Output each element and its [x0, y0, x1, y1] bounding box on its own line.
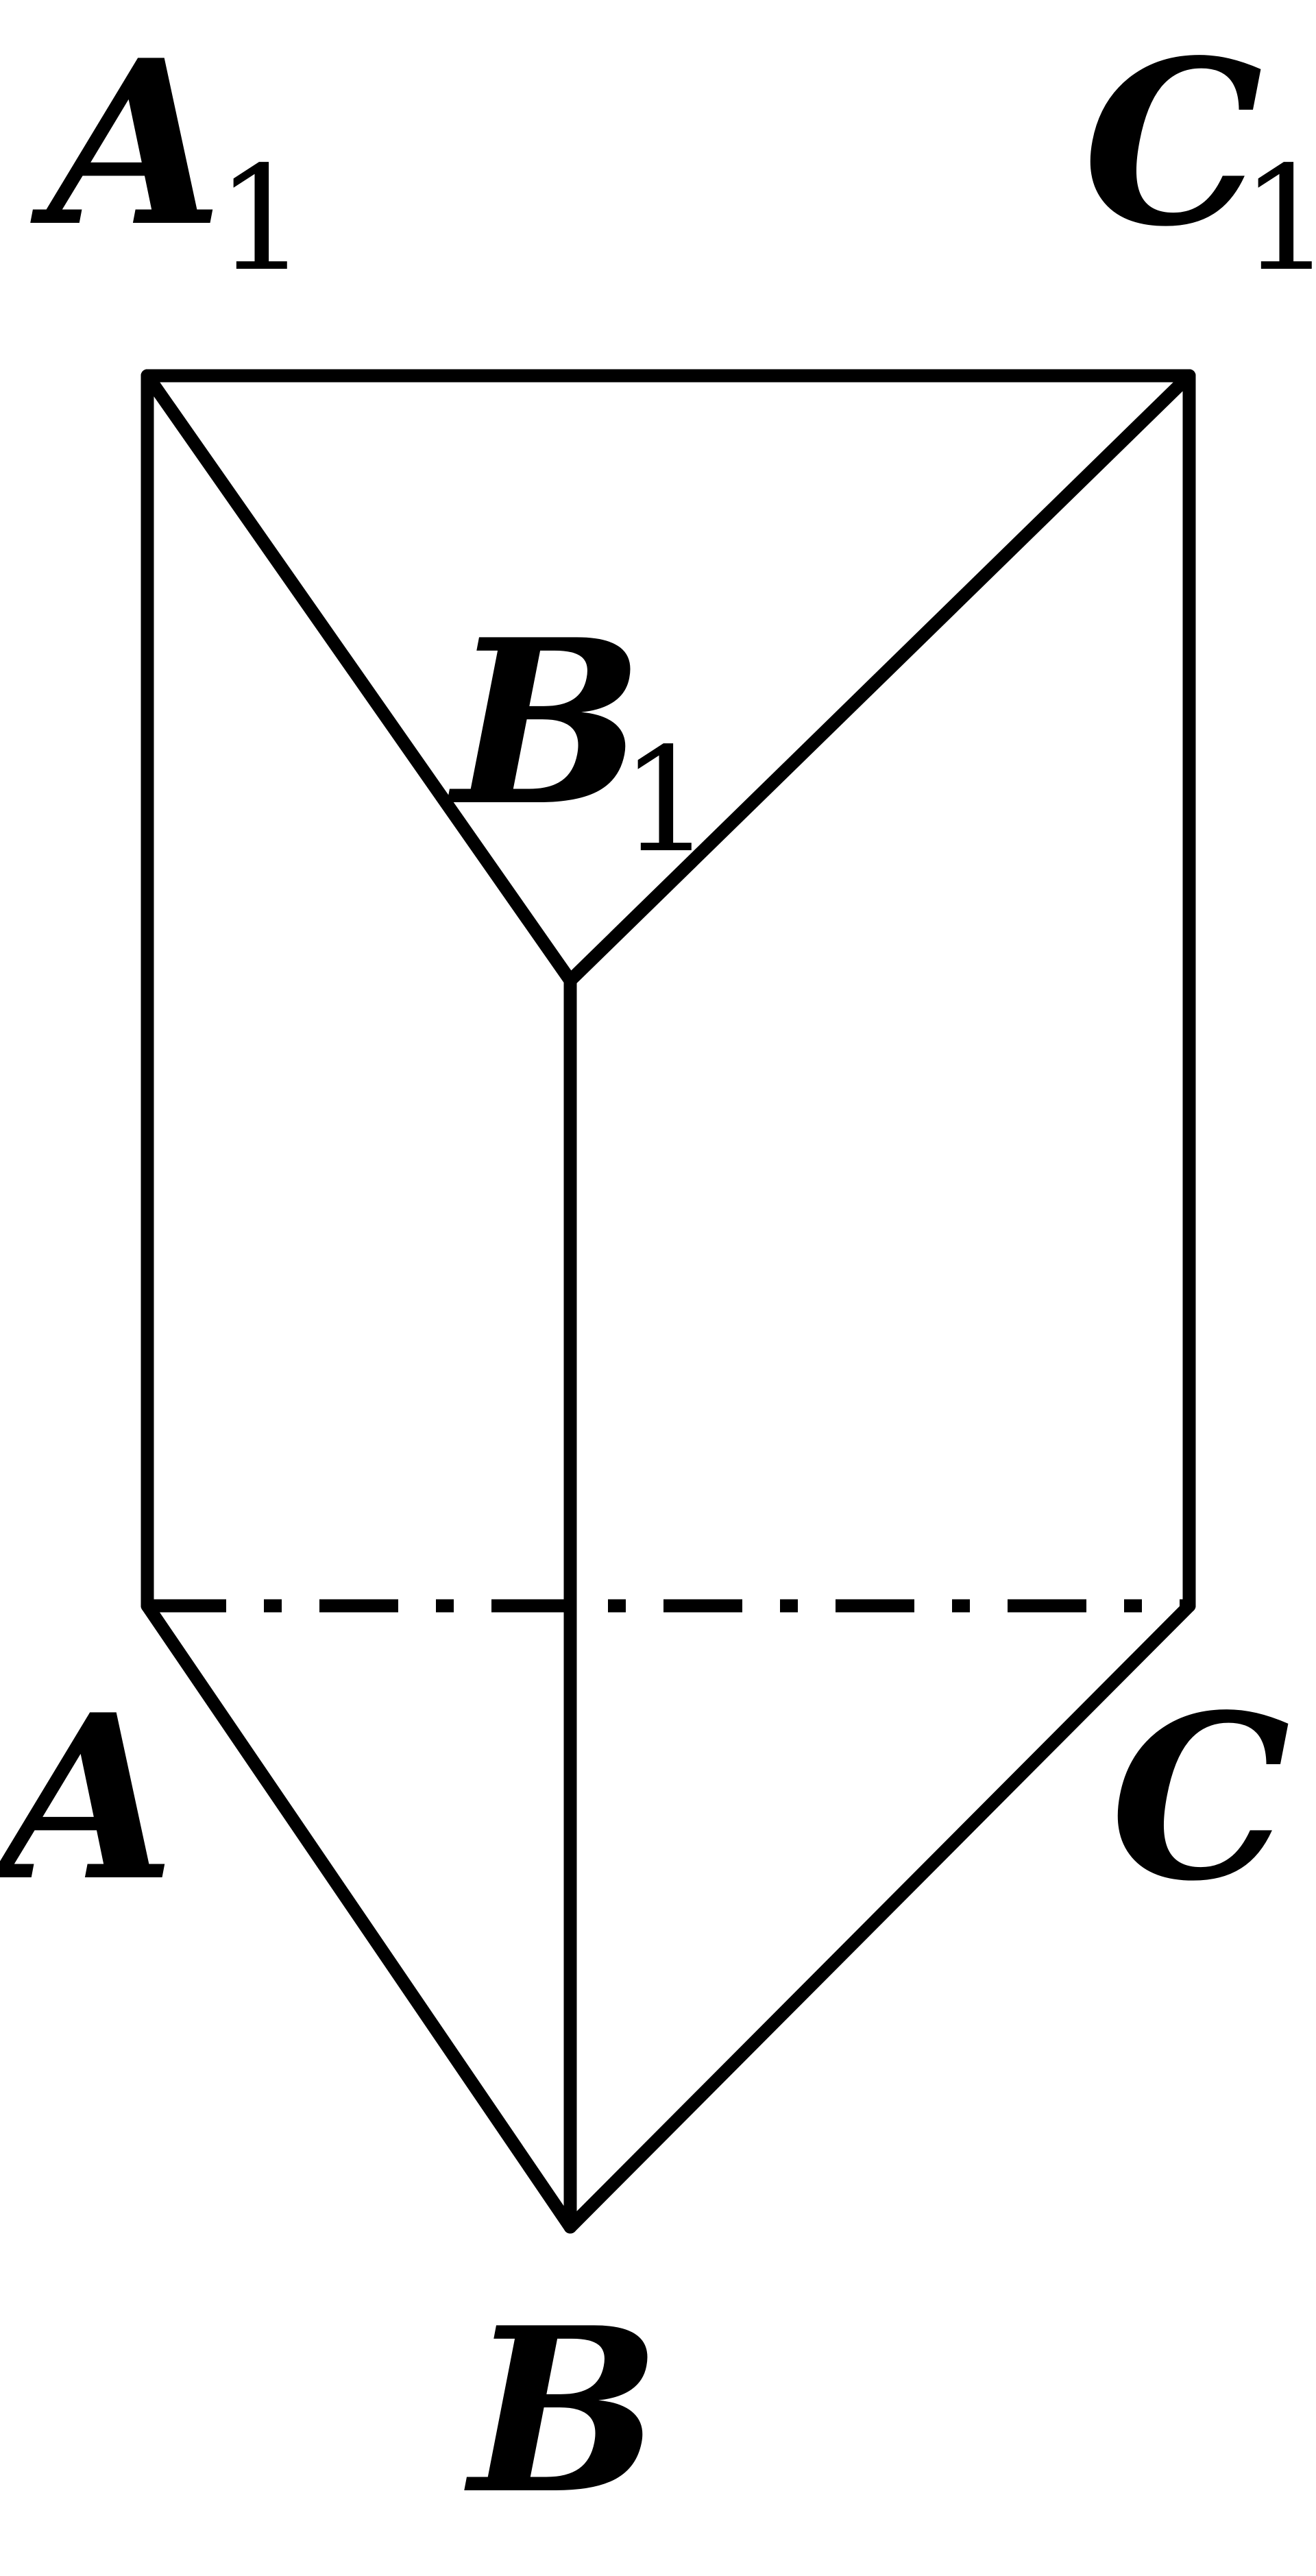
label-b1: B 1 — [446, 590, 712, 884]
label-a1-subscript: 1 — [216, 135, 308, 303]
label-b1-subscript: 1 — [620, 717, 712, 884]
label-c1: C 1 — [1083, 10, 1316, 303]
label-b: B — [463, 2278, 661, 2544]
label-a: A — [0, 1665, 175, 1931]
label-a1-letter: A — [30, 10, 223, 276]
edge-a1-b1 — [141, 369, 577, 987]
edge-b-c — [563, 1599, 1196, 2234]
label-c1-subscript: 1 — [1241, 135, 1316, 303]
edge-a-b — [141, 1599, 577, 2234]
label-a1: A 1 — [30, 10, 307, 303]
edge-b1-c1 — [563, 369, 1196, 987]
label-c: C — [1110, 1665, 1291, 1931]
label-c1-letter: C — [1083, 10, 1263, 276]
label-b1-letter: B — [446, 590, 644, 856]
